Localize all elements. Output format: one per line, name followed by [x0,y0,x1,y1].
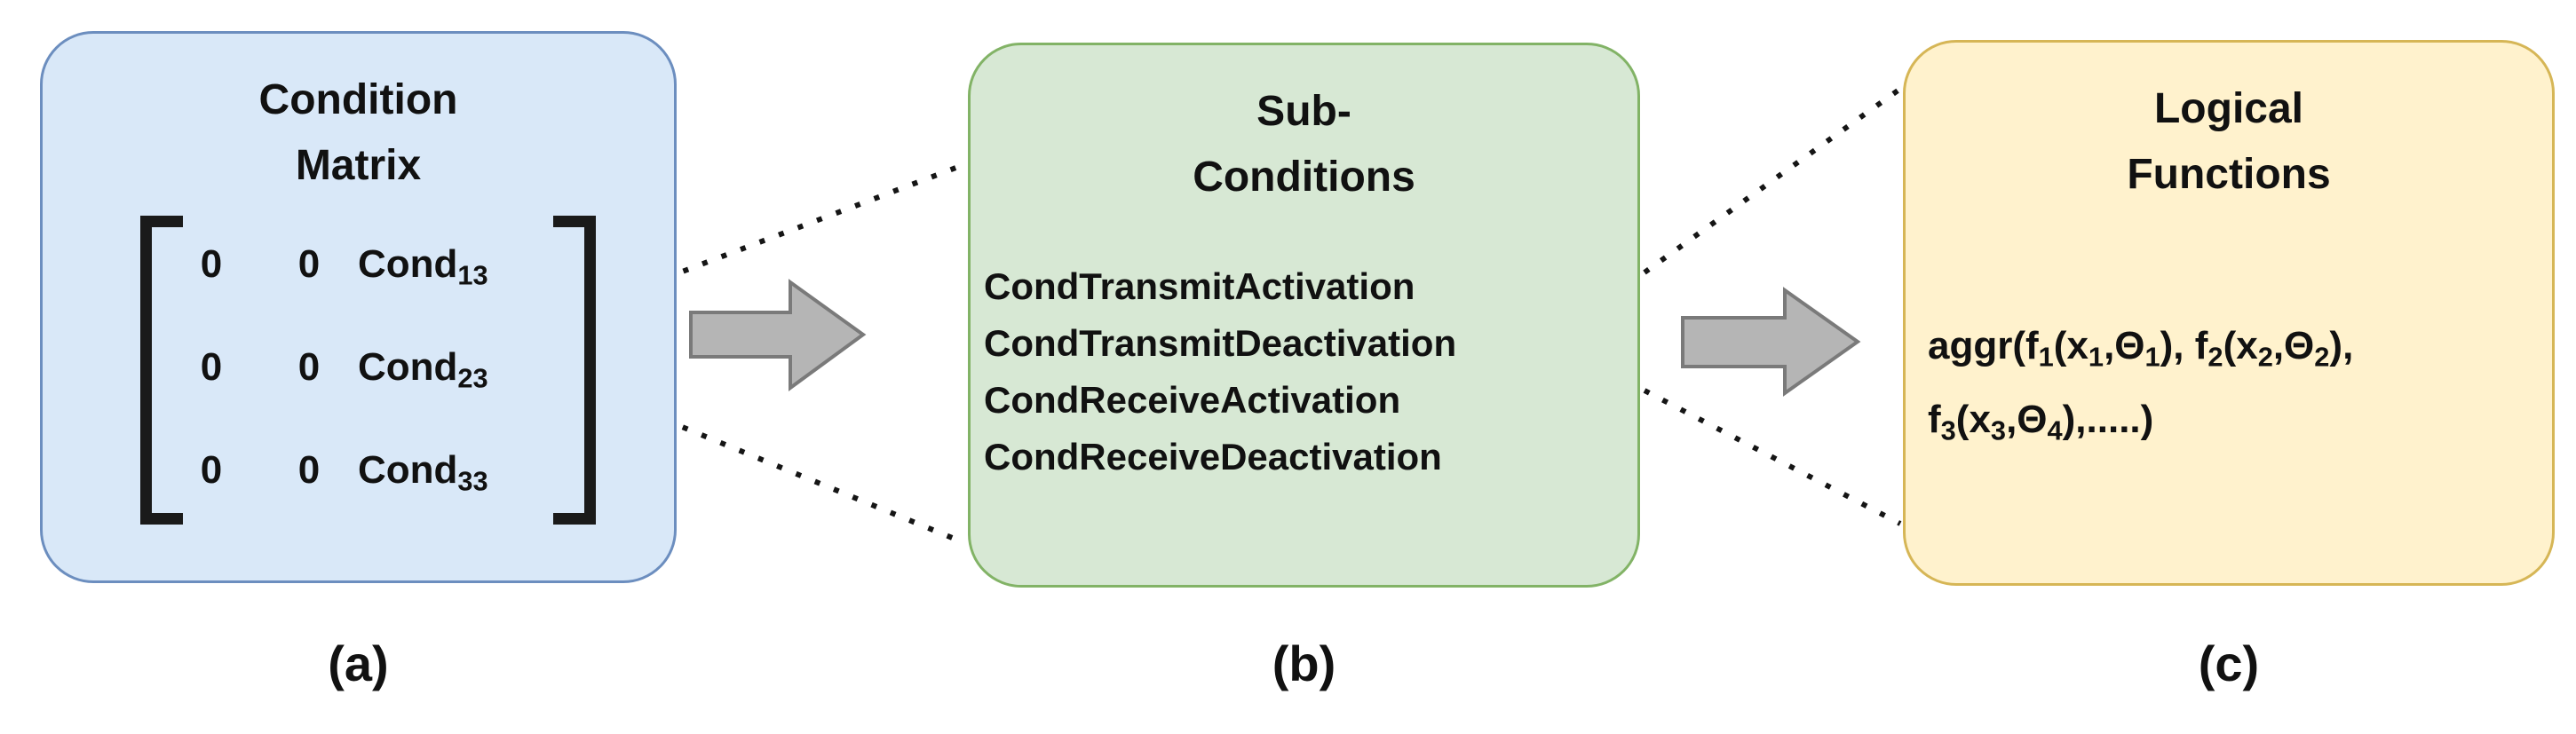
matrix-right-bracket [553,216,596,525]
title-line-2: Matrix [295,142,422,189]
title-line-2: Conditions [1193,154,1415,201]
matrix-subscript: 23 [457,362,488,394]
matrix-subscript: 33 [457,465,488,497]
caption-a: (a) [328,635,389,691]
condition-matrix-grid: 0 0 Cond13 0 0 Cond23 0 0 Cond33 [162,216,553,525]
sub-conditions-list: CondTransmitActivation CondTransmitDeact… [984,258,1456,485]
aggregation-formula: aggr(f1(x1,Θ1), f2(x2,Θ2), f3(x3,Θ4),...… [1928,315,2353,462]
matrix-cell: Cond33 [358,448,488,497]
caption-c: (c) [2198,635,2260,691]
title-line-1: Sub- [1256,88,1351,135]
list-item: CondTransmitDeactivation [984,322,1457,364]
formula-line-1: aggr(f1(x1,Θ1), f2(x2,Θ2), [1928,324,2354,373]
matrix-cell: 0 [297,242,321,287]
matrix-cell: 0 [200,242,223,287]
title-line-1: Logical [2153,85,2304,132]
formula-line-2: f3(x3,Θ4),.....) [1928,397,2154,446]
matrix-row: 0 0 Cond33 [162,448,553,498]
dotted-connector-a-to-b-lower [624,401,967,546]
dotted-connector-b-to-c-lower [1643,388,1902,526]
arrow-right-icon [1681,287,1861,397]
list-item: CondTransmitActivation [984,265,1415,307]
matrix-cell: Cond13 [358,242,488,291]
logical-functions-box: Logical Functions aggr(f1(x1,Θ1), f2(x2,… [1903,40,2555,586]
list-item: CondReceiveDeactivation [984,436,1442,477]
dotted-connector-b-to-c-upper [1643,86,1902,275]
sub-conditions-title: Sub- Conditions [971,79,1637,210]
matrix-row: 0 0 Cond13 [162,242,553,292]
condition-matrix-box: Condition Matrix 0 0 Cond13 0 0 Cond23 0… [40,31,677,583]
logical-functions-title: Logical Functions [1906,76,2552,208]
matrix-cell: 0 [297,448,321,493]
matrix-row: 0 0 Cond23 [162,345,553,395]
title-line-1: Condition [258,76,458,123]
matrix-cell: 0 [200,345,223,390]
arrow-right-icon [689,279,867,391]
matrix-subscript: 13 [457,259,488,291]
caption-b: (b) [1272,635,1336,691]
matrix-cell: 0 [297,345,321,390]
title-line-2: Functions [2127,151,2331,198]
list-item: CondReceiveActivation [984,379,1401,421]
matrix-cell: Cond23 [358,345,488,394]
matrix-left-bracket [140,216,183,525]
matrix-cell: 0 [200,448,223,493]
sub-conditions-box: Sub- Conditions CondTransmitActivation C… [968,43,1640,588]
dotted-connector-a-to-b-upper [624,162,967,296]
condition-matrix-title: Condition Matrix [43,67,674,199]
